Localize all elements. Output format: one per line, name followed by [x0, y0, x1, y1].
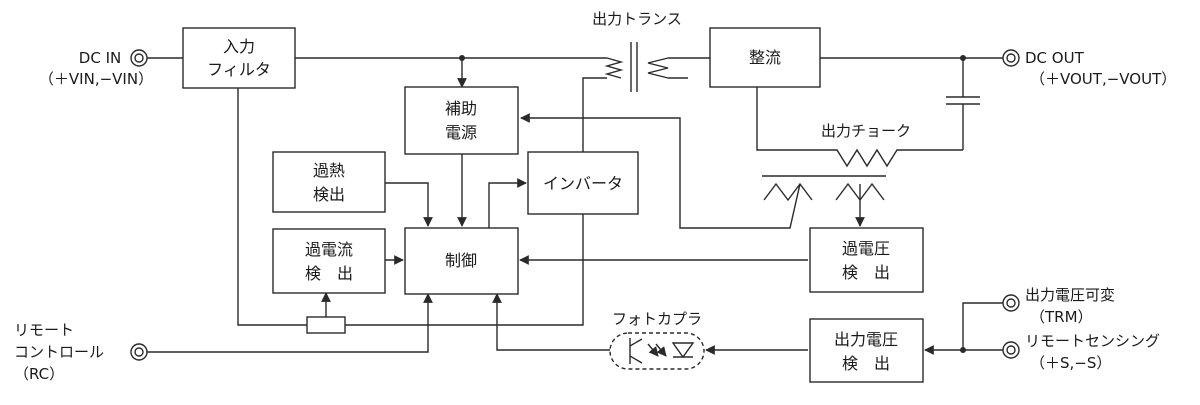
rectifier-block: 整流: [709, 27, 821, 88]
light-arrow: [655, 343, 667, 357]
dc-in-pins: （＋VIN,−VIN）: [39, 70, 153, 88]
rc-to-control: [147, 293, 433, 353]
dc-in-label: DC IN: [79, 49, 121, 67]
input-filter-line2: フィルタ: [207, 60, 271, 79]
photocoupler-to-control: [492, 293, 610, 351]
rc-terminal: リモート コントロール （RC）: [14, 321, 148, 383]
dc-out-label: DC OUT: [1025, 49, 1085, 67]
sense-line1: リモートセンシング: [1025, 332, 1160, 350]
terminal-icon: [1006, 345, 1016, 355]
overcurrent-line2: 検 出: [305, 264, 353, 283]
output-voltage-detect-block: 出力電圧 検 出: [809, 318, 924, 383]
winding-to-aux: [520, 113, 801, 229]
sense-winding-1: [763, 182, 813, 202]
overheat-line2: 検出: [313, 185, 345, 204]
overheat-to-control: [385, 182, 433, 227]
overvoltage-block: 過電圧 検 出: [809, 227, 924, 293]
input-filter-line1: 入力: [223, 37, 255, 56]
control-label: 制御: [445, 251, 477, 270]
transformer-label: 出力トランス: [592, 10, 682, 28]
choke-label: 出力チョーク: [821, 122, 911, 140]
filter-return-wire: [237, 87, 307, 326]
terminal-icon: [1006, 53, 1016, 63]
light-arrow: [647, 343, 659, 357]
output-detect-line1: 出力電圧: [834, 330, 898, 349]
overcurrent-line1: 過電流: [305, 240, 353, 259]
rc-line3: （RC）: [14, 365, 64, 383]
rc-line1: リモート: [14, 321, 74, 339]
output-transformer: 出力トランス: [592, 10, 682, 92]
control-block: 制御: [404, 227, 519, 295]
photocoupler-label: フォトカプラ: [612, 310, 702, 328]
terminal-icon: [1006, 298, 1016, 308]
terminal-icon: [134, 53, 144, 63]
overheat-line1: 過熱: [313, 161, 345, 180]
secondary-winding: [647, 57, 669, 79]
input-filter-block: 入力 フィルタ: [182, 27, 296, 89]
overcurrent-block: 過電流 検 出: [272, 228, 386, 294]
output-choke: [756, 87, 963, 168]
trm-line1: 出力電圧可変: [1025, 286, 1115, 304]
dc-out-terminal: DC OUT （＋VOUT,−VOUT）: [1002, 49, 1176, 88]
rc-line2: コントロール: [14, 343, 104, 361]
sense-terminal: リモートセンシング （＋S,−S）: [1002, 332, 1160, 372]
terminal-icon: [134, 347, 144, 357]
trm-line2: （TRM）: [1030, 308, 1093, 326]
current-sense-resistor: [306, 316, 346, 334]
trm-wire: [962, 302, 1003, 350]
junction-dot: [960, 347, 966, 353]
overvoltage-line2: 検 出: [842, 263, 890, 282]
dc-in-terminal: DC IN （＋VIN,−VIN）: [39, 49, 153, 88]
led-icon: [671, 342, 695, 359]
control-to-inverter: [488, 178, 527, 228]
aux-power-line1: 補助: [445, 99, 477, 118]
overvoltage-line1: 過電圧: [842, 239, 890, 258]
sense-line2: （＋S,−S）: [1030, 354, 1111, 372]
primary-winding: [604, 57, 624, 79]
dc-out-pins: （＋VOUT,−VOUT）: [1030, 70, 1176, 88]
rectifier-label: 整流: [749, 48, 781, 67]
overheat-block: 過熱 検出: [272, 151, 386, 213]
aux-power-line2: 電源: [445, 123, 477, 142]
photocoupler: フォトカプラ: [609, 310, 705, 370]
aux-power-block: 補助 電源: [404, 86, 519, 155]
output-detect-line2: 検 出: [842, 354, 890, 373]
trm-terminal: 出力電圧可変 （TRM）: [1002, 286, 1115, 326]
inverter-block: インバータ: [527, 151, 639, 215]
inverter-label: インバータ: [543, 174, 623, 193]
phototransistor-emitter: [629, 355, 643, 364]
phototransistor-collector: [629, 338, 643, 347]
